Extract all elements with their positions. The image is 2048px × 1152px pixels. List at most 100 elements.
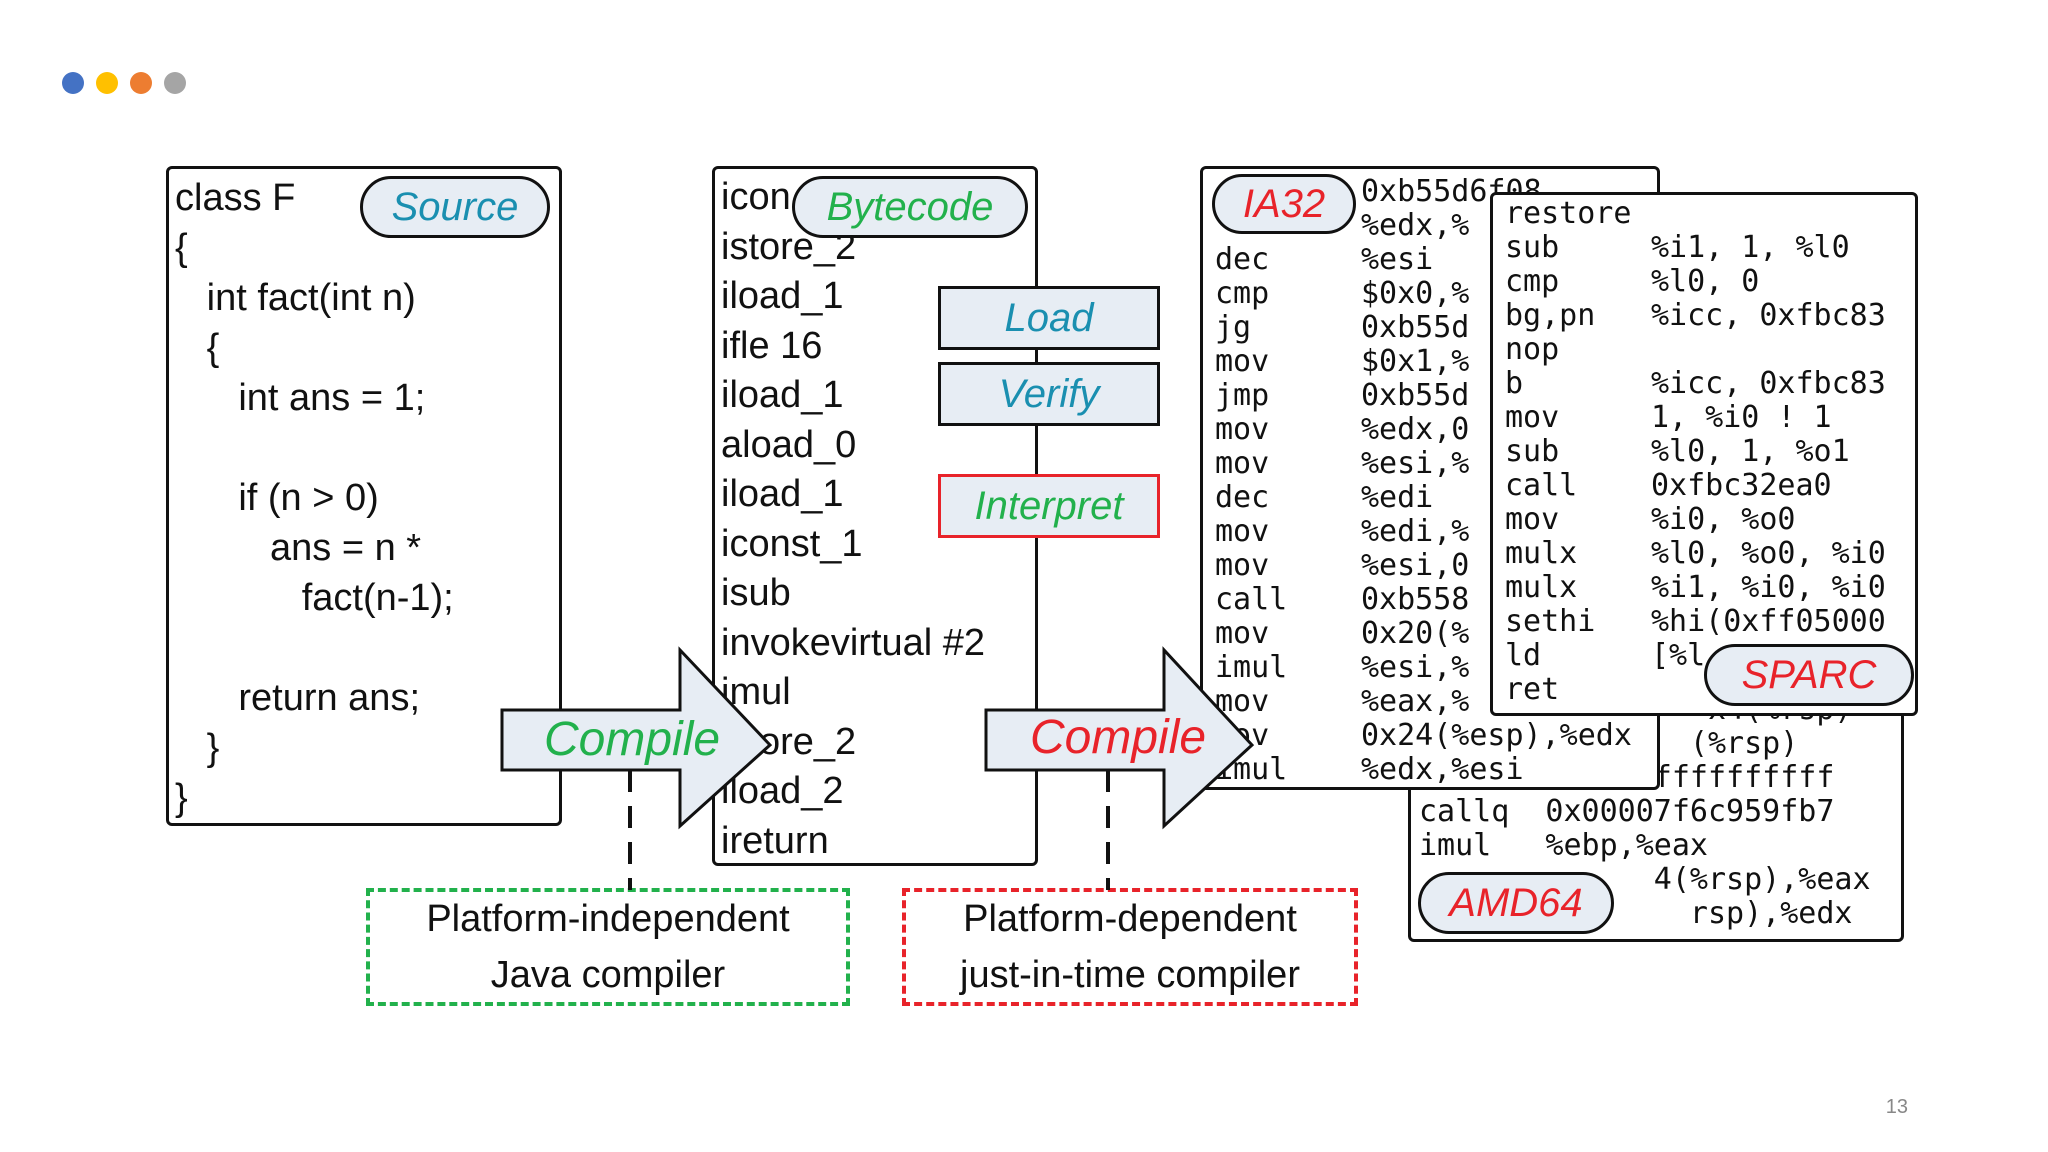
code-line: int ans = 1; <box>175 377 426 419</box>
asm-line: callq 0x00007f6c959fb7 <box>1419 794 1835 829</box>
asm-mnemonic: ret <box>1505 672 1560 707</box>
source-tag: Source <box>360 176 550 238</box>
asm-operand: $0x1,% <box>1361 344 1470 379</box>
asm-operand: 0xb55d <box>1361 310 1470 345</box>
bytecode-line: istore_2 <box>721 720 857 763</box>
gray-dot <box>164 72 186 94</box>
bytecode-line: iconst_1 <box>721 522 863 565</box>
asm-mnemonic: call <box>1215 582 1288 617</box>
interpret-step: Interpret <box>938 474 1160 538</box>
asm-operand <box>1651 333 1886 367</box>
asm-mnemonic: mov <box>1215 412 1270 447</box>
code-line: ans = n * <box>175 527 422 569</box>
java-compiler-line1: Platform-independent <box>426 898 790 940</box>
asm-operand: %l0, %o0, %i0 <box>1651 536 1886 571</box>
code-line <box>175 423 454 473</box>
bytecode-line: iload_1 <box>721 473 844 515</box>
compile-arrow-1-label: Compile <box>544 713 721 766</box>
java-compiler-box: Platform-independent Java compiler <box>366 888 850 1006</box>
asm-line: rsp),%edx <box>1419 896 1853 931</box>
asm-mnemonic: jg <box>1215 310 1252 345</box>
compile-arrow-2-label: Compile <box>1030 711 1207 764</box>
code-line: } <box>175 727 220 769</box>
verify-step: Verify <box>938 362 1160 426</box>
asm-operand: 0x20(% <box>1361 616 1470 651</box>
jit-compiler-box: Platform-dependent just-in-time compiler <box>902 888 1358 1006</box>
ia32-tag: IA32 <box>1212 174 1356 234</box>
ia32-operands: 0xb55d6f08%edx,%%esi$0x0,%0xb55d$0x1,%0x… <box>1361 175 1632 787</box>
asm-mnemonic: dec <box>1215 480 1270 515</box>
ia32-tag-label: IA32 <box>1242 181 1326 226</box>
asm-operand: 0x24(%esp),%edx <box>1361 718 1632 753</box>
asm-operand <box>1651 197 1886 231</box>
asm-mnemonic: ld <box>1505 638 1542 673</box>
bytecode-line: iload_1 <box>721 374 844 416</box>
source-code: class F{ int fact(int n) { int ans = 1; … <box>175 173 454 823</box>
jit-compiler-line1: Platform-dependent <box>963 898 1297 940</box>
asm-mnemonic: b <box>1505 366 1524 401</box>
asm-mnemonic: dec <box>1215 242 1270 277</box>
code-line: } <box>175 777 188 819</box>
code-line: return ans; <box>175 677 420 719</box>
asm-operand: 0xfbc32ea0 <box>1651 468 1832 503</box>
load-step-label: Load <box>1004 295 1094 340</box>
asm-mnemonic: mov <box>1215 514 1270 549</box>
asm-operand: %esi,% <box>1361 446 1470 481</box>
asm-mnemonic: cmp <box>1215 276 1270 311</box>
asm-mnemonic: jmp <box>1215 378 1270 413</box>
sparc-operands: %i1, 1, %l0%l0, 0%icc, 0xfbc83 %icc, 0xf… <box>1651 197 1886 707</box>
asm-line: ffffffffff <box>1653 760 1835 795</box>
asm-mnemonic: sub <box>1505 434 1560 469</box>
orange-dot <box>130 72 152 94</box>
load-step: Load <box>938 286 1160 350</box>
asm-operand: %edx,0 <box>1361 412 1470 447</box>
asm-mnemonic: mov <box>1215 344 1270 379</box>
asm-mnemonic: bg,pn <box>1505 298 1596 333</box>
sparc-tag: SPARC <box>1704 644 1914 706</box>
bytecode-line: iload_1 <box>721 275 844 317</box>
asm-operand: %esi,0 <box>1361 548 1470 583</box>
asm-operand: %i1, %i0, %i0 <box>1651 570 1886 605</box>
asm-operand: 1, %i0 ! 1 <box>1651 400 1832 435</box>
asm-mnemonic: mov <box>1215 718 1270 753</box>
jit-compiler-line2: just-in-time compiler <box>960 954 1300 996</box>
code-line: { <box>175 227 188 269</box>
asm-operand: %l0, 0 <box>1651 264 1760 299</box>
bytecode-tag-label: Bytecode <box>826 184 994 229</box>
asm-mnemonic: mov <box>1505 502 1560 537</box>
asm-operand: %l0, 1, %o1 <box>1651 434 1850 469</box>
asm-mnemonic: mov <box>1215 684 1270 719</box>
asm-operand: %edi,% <box>1361 514 1470 549</box>
code-line: fact(n-1); <box>175 577 454 619</box>
asm-mnemonic: mov <box>1215 446 1270 481</box>
asm-line: (%rsp) <box>1689 726 1799 761</box>
asm-mnemonic: mulx <box>1505 536 1578 571</box>
code-line: int fact(int n) <box>175 277 416 319</box>
verify-step-label: Verify <box>998 371 1100 416</box>
page-number: 13 <box>1885 1096 1908 1118</box>
sparc-tag-label: SPARC <box>1741 652 1877 697</box>
asm-operand: %edi <box>1361 480 1434 515</box>
asm-mnemonic: mulx <box>1505 570 1578 605</box>
asm-operand: %esi <box>1361 242 1434 277</box>
amd64-tag: AMD64 <box>1418 872 1614 934</box>
code-line: if (n > 0) <box>175 477 379 519</box>
code-line <box>175 623 454 673</box>
source-tag-label: Source <box>391 184 519 229</box>
asm-operand: %eax,% <box>1361 684 1470 719</box>
asm-operand: %i0, %o0 <box>1651 502 1796 537</box>
asm-mnemonic: mov <box>1215 616 1270 651</box>
asm-operand: %esi,% <box>1361 650 1470 685</box>
asm-mnemonic: imul <box>1215 752 1288 787</box>
yellow-dot <box>96 72 118 94</box>
asm-mnemonic: mov <box>1215 548 1270 583</box>
bytecode-line: ireturn <box>721 819 829 862</box>
asm-operand: %i1, 1, %l0 <box>1651 230 1850 265</box>
asm-line: imul %ebp,%eax <box>1419 828 1708 863</box>
bytecode-tag: Bytecode <box>792 176 1028 238</box>
asm-operand: [%l <box>1651 638 1706 673</box>
asm-mnemonic: imul <box>1215 650 1288 685</box>
